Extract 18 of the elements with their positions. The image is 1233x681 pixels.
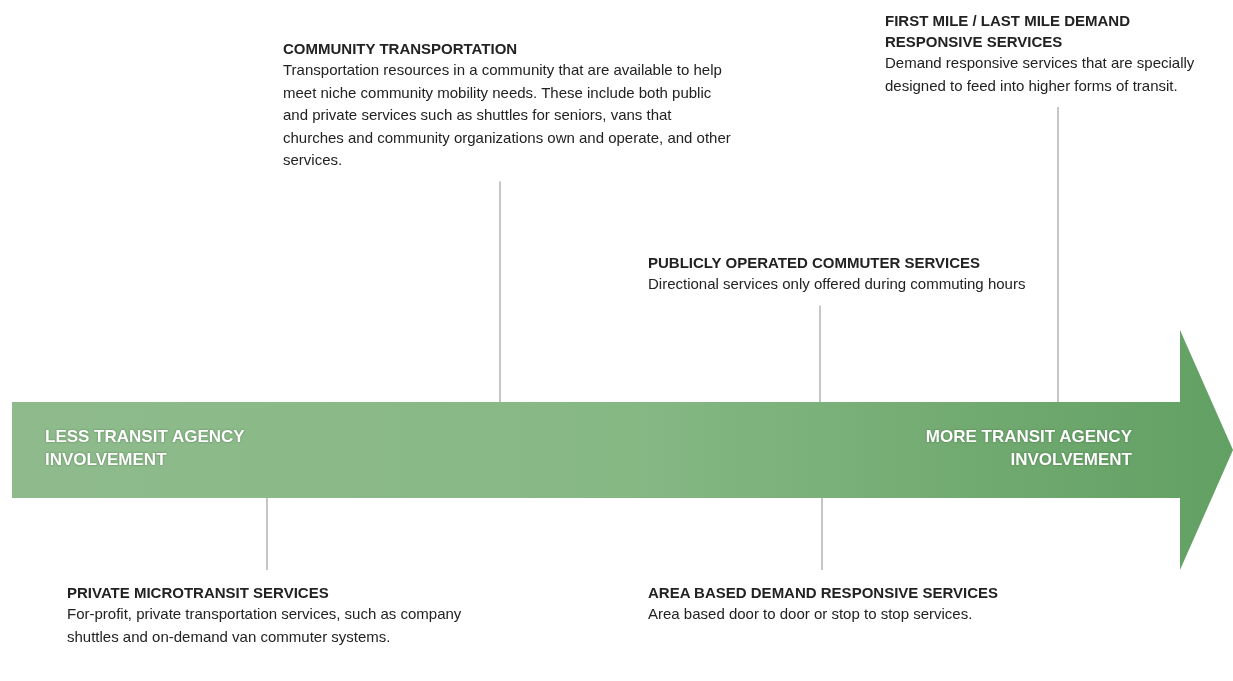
leader-line xyxy=(821,497,823,571)
service-heading: PUBLICLY OPERATED COMMUTER SERVICES xyxy=(648,253,981,273)
service-heading: COMMUNITY TRANSPORTATION xyxy=(283,39,519,59)
service-heading: AREA BASED DEMAND RESPONSIVE SERVICES xyxy=(648,583,1000,603)
service-heading: FIRST MILE / LAST MILE DEMAND RESPONSIVE SERVICES xyxy=(885,11,1131,52)
service-text: For-profit, private transportation services, such as company shuttles and on-demand van commuter systems. xyxy=(67,604,463,647)
service-heading: PRIVATE MICROTRANSIT SERVICES xyxy=(67,583,330,603)
leader-line xyxy=(499,180,501,403)
service-text: Area based door to door or stop to stop services. xyxy=(648,604,974,624)
service-text: Transportation resources in a community that are available to help meet niche community mobility needs. These include both public and private services such as shuttles for seniors, vans that churches and community organizations own and operate, and other services. xyxy=(283,60,732,170)
service-text: Directional services only offered during commuting hours xyxy=(648,274,1027,294)
leader-line xyxy=(819,304,821,403)
gradient-arrow-band xyxy=(12,330,1233,570)
axis-end-label: LESS TRANSIT AGENCY INVOLVEMENT xyxy=(45,426,246,471)
leader-line xyxy=(1057,106,1059,403)
axis-end-label: MORE TRANSIT AGENCY INVOLVEMENT xyxy=(924,426,1132,471)
leader-line xyxy=(266,497,268,571)
service-text: Demand responsive services that are specially designed to feed into higher forms of transit. xyxy=(885,53,1196,96)
